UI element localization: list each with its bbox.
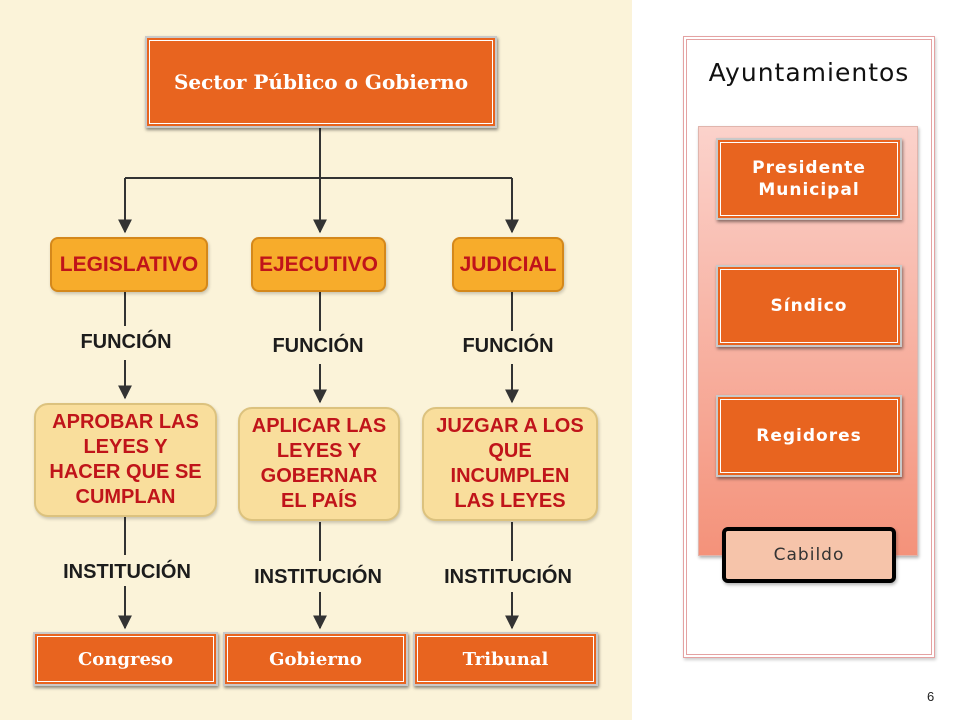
- institucion-label-judicial: INSTITUCIÓN: [444, 566, 572, 588]
- funcion-label-legislativo: FUNCIÓN: [80, 331, 172, 353]
- branch-ejecutivo: EJECUTIVO: [251, 237, 386, 292]
- top-box-sector-publico: Sector Público o Gobierno: [145, 36, 497, 128]
- institution-box-congreso: Congreso: [33, 632, 218, 686]
- institution-box-tribunal: Tribunal: [413, 632, 598, 686]
- institucion-label-ejecutivo: INSTITUCIÓN: [254, 566, 382, 588]
- funcion-label-ejecutivo: FUNCIÓN: [272, 335, 364, 357]
- institucion-label-legislativo: INSTITUCIÓN: [63, 561, 191, 583]
- connector-lines: [118, 126, 519, 630]
- institution-box-gobierno: Gobierno: [223, 632, 408, 686]
- branch-judicial: JUDICIAL: [452, 237, 564, 292]
- branch-legislativo: LEGISLATIVO: [50, 237, 208, 292]
- member-sindico: Síndico: [716, 265, 902, 347]
- funcion-label-judicial: FUNCIÓN: [462, 335, 554, 357]
- member-presidente-municipal: Presidente Municipal: [716, 138, 902, 220]
- member-regidores: Regidores: [716, 395, 902, 477]
- function-box-legislativo: APROBAR LAS LEYES Y HACER QUE SE CUMPLAN: [34, 403, 217, 517]
- function-box-judicial: JUZGAR A LOS QUE INCUMPLEN LAS LEYES: [422, 407, 598, 521]
- ayuntamientos-title: Ayuntamientos: [708, 58, 910, 87]
- page-number: 6: [927, 689, 935, 704]
- function-box-ejecutivo: APLICAR LAS LEYES Y GOBERNAR EL PAÍS: [238, 407, 400, 521]
- cabildo-label: Cabildo: [722, 527, 896, 583]
